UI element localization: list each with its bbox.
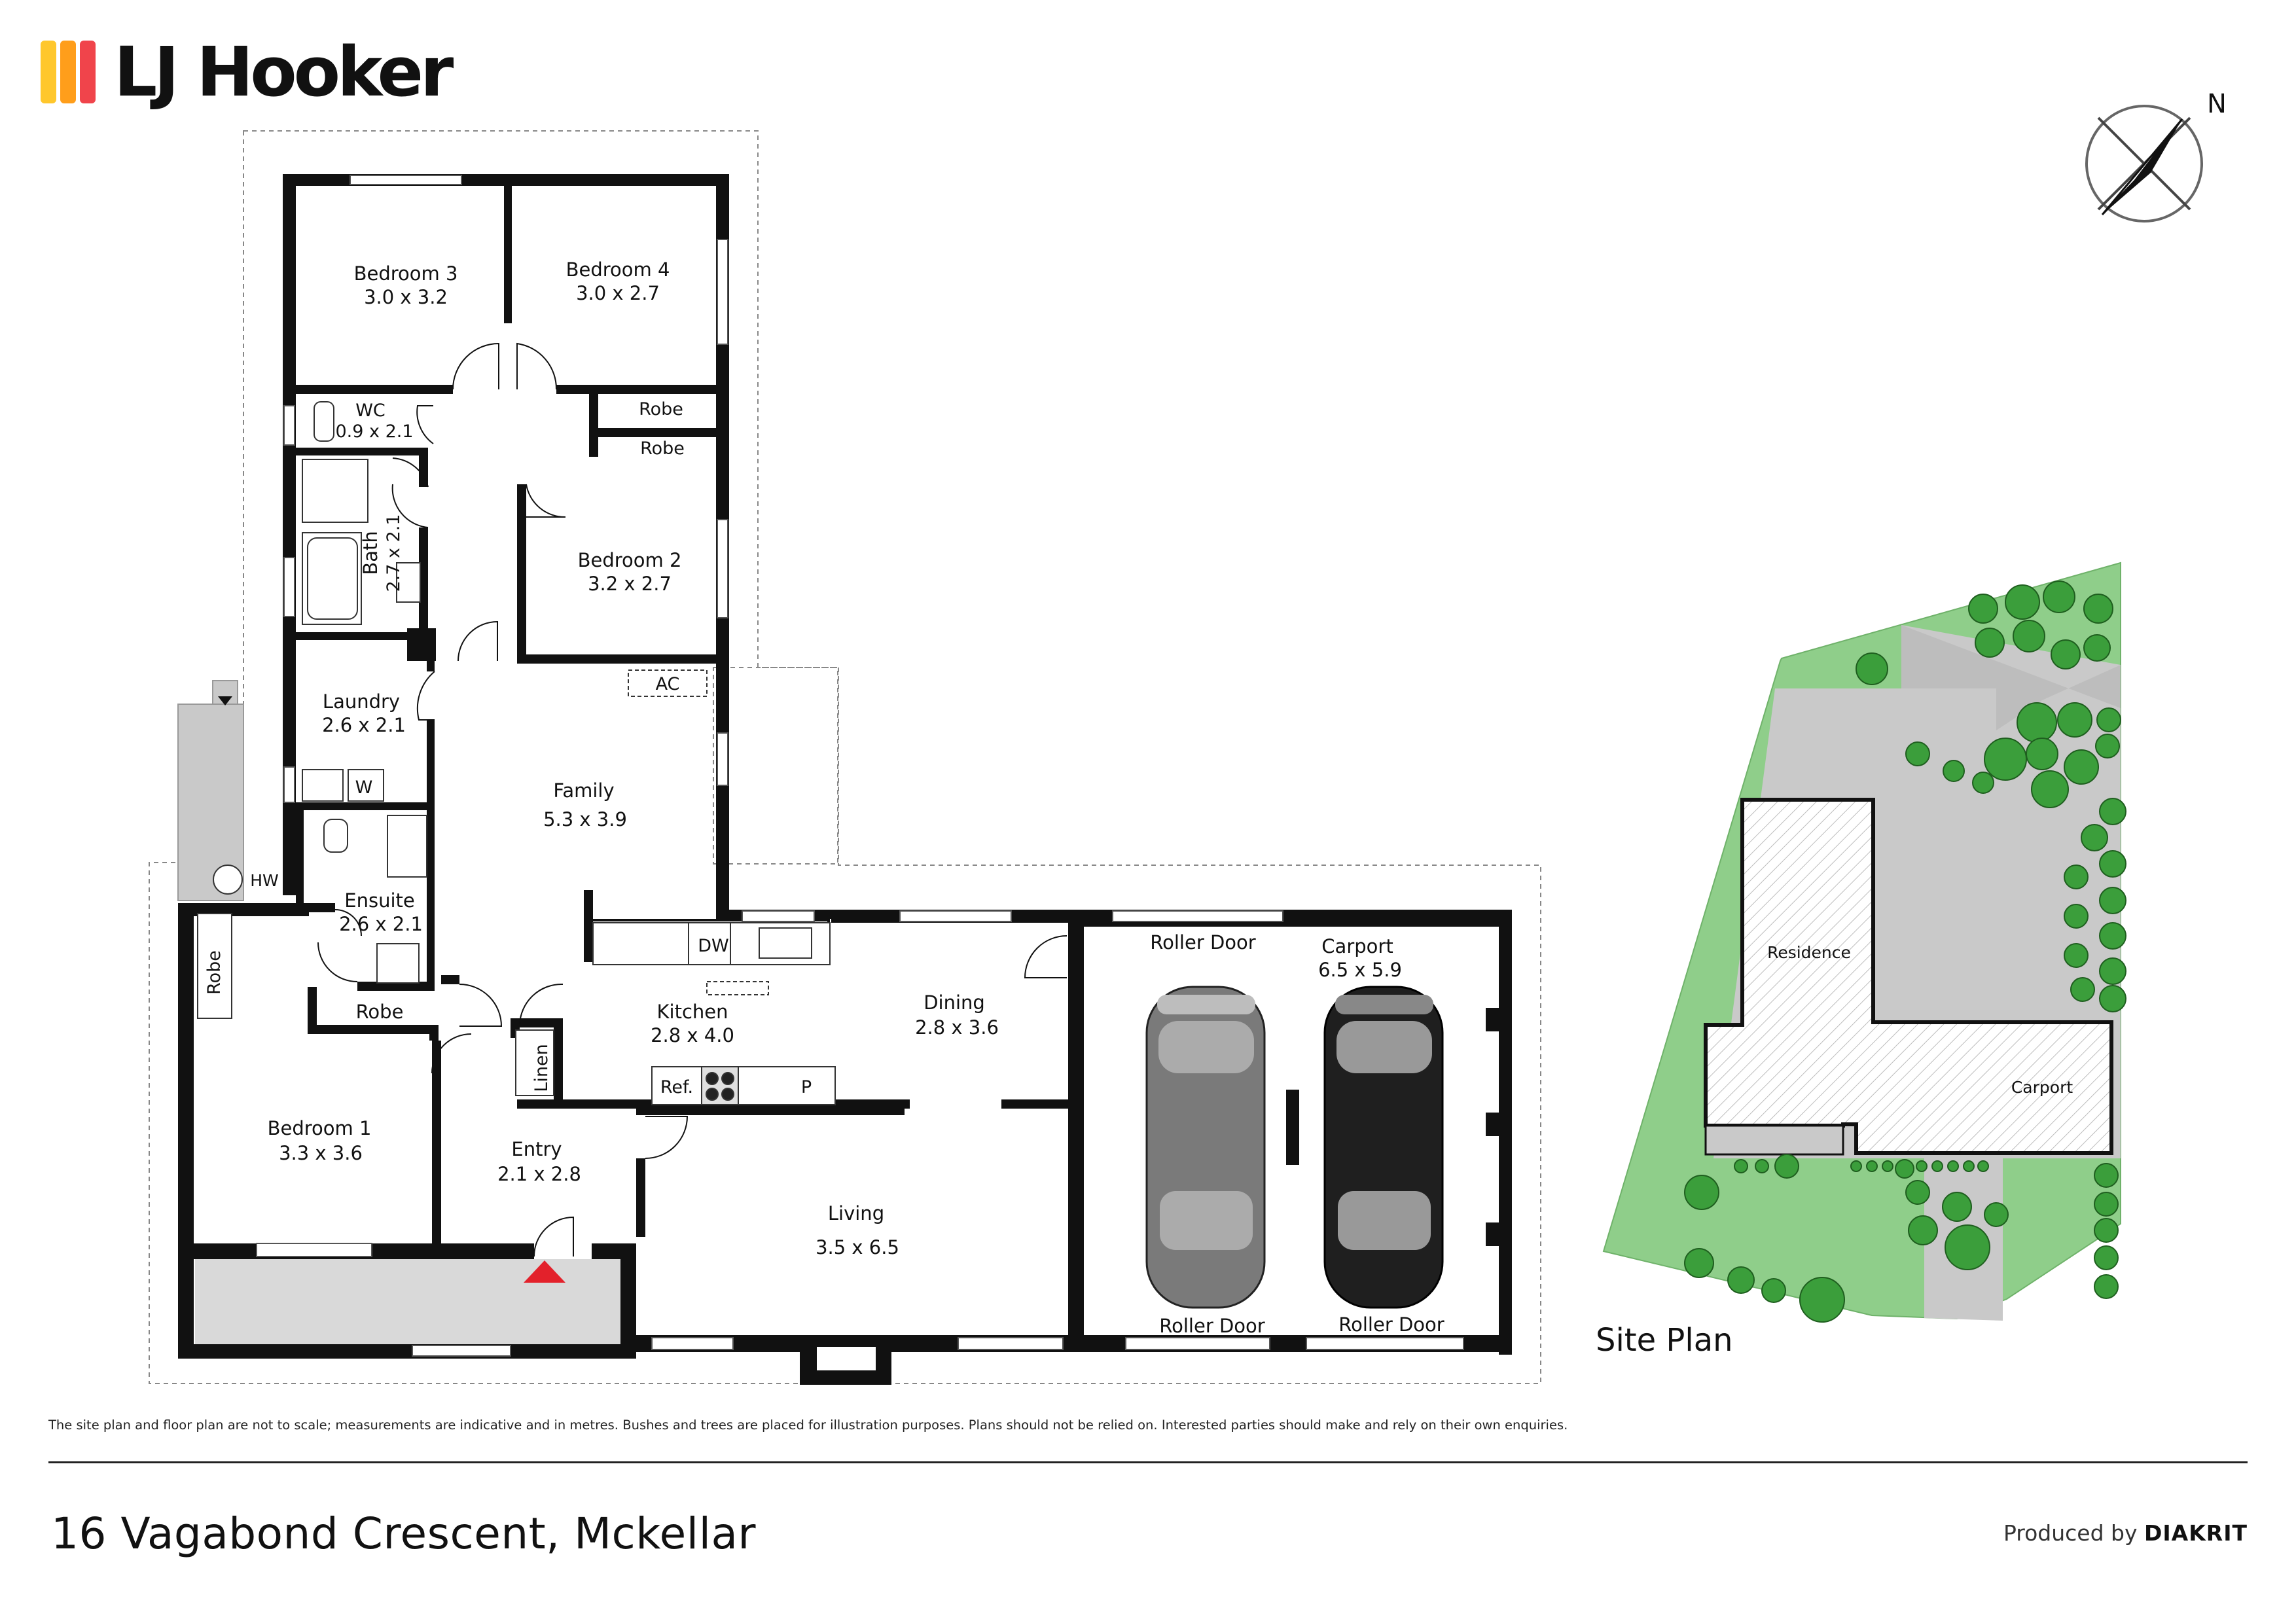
svg-text:2.1 x 2.8: 2.1 x 2.8 <box>497 1163 581 1185</box>
svg-text:Roller Door: Roller Door <box>1150 931 1256 954</box>
compass-icon: N <box>2085 89 2227 223</box>
svg-text:Carport: Carport <box>2011 1078 2073 1097</box>
front-porch <box>195 1259 627 1344</box>
svg-text:W: W <box>355 777 373 798</box>
produced-by-label: Produced by <box>2003 1520 2138 1546</box>
svg-text:Dining: Dining <box>924 991 985 1014</box>
side-step <box>212 680 238 705</box>
property-address: 16 Vagabond Crescent, Mckellar <box>51 1508 757 1559</box>
svg-text:Kitchen: Kitchen <box>657 1001 728 1023</box>
logo-bar-yellow <box>41 41 56 103</box>
svg-text:Family: Family <box>553 779 614 802</box>
svg-text:DW: DW <box>698 936 729 956</box>
svg-text:2.6 x 2.1: 2.6 x 2.1 <box>339 913 423 935</box>
svg-text:Roller Door: Roller Door <box>1159 1315 1265 1337</box>
svg-text:Roller Door: Roller Door <box>1338 1313 1444 1336</box>
room-labels: Bedroom 3 3.0 x 3.2 Bedroom 4 3.0 x 2.7 … <box>204 259 1444 1337</box>
svg-text:3.2 x 2.7: 3.2 x 2.7 <box>588 573 672 595</box>
svg-text:3.0 x 3.2: 3.0 x 3.2 <box>364 286 448 308</box>
site-trees <box>1684 580 2126 1323</box>
svg-text:2.8 x 4.0: 2.8 x 4.0 <box>651 1024 734 1046</box>
svg-text:Bedroom 4: Bedroom 4 <box>566 259 670 281</box>
svg-text:2.8 x 3.6: 2.8 x 3.6 <box>915 1016 999 1039</box>
svg-text:3.3 x 3.6: 3.3 x 3.6 <box>279 1142 363 1164</box>
svg-text:Bedroom 1: Bedroom 1 <box>268 1117 372 1139</box>
car-grey <box>1145 986 1266 1309</box>
car-black <box>1323 986 1444 1309</box>
svg-text:Linen: Linen <box>531 1044 552 1092</box>
producer-name: DIAKRIT <box>2144 1520 2248 1546</box>
svg-text:Carport: Carport <box>1321 935 1393 957</box>
svg-text:AC: AC <box>656 674 680 694</box>
logo-bar-red <box>80 41 96 103</box>
site-plan: Residence Carport <box>1602 562 2126 1323</box>
svg-text:Ensuite: Ensuite <box>344 889 414 912</box>
logo-bars <box>41 41 96 103</box>
svg-text:Living: Living <box>828 1202 884 1224</box>
svg-text:P: P <box>801 1077 812 1097</box>
produced-by: Produced by DIAKRIT <box>2003 1520 2248 1546</box>
svg-text:6.5 x 5.9: 6.5 x 5.9 <box>1318 959 1402 981</box>
svg-text:3.5 x 6.5: 3.5 x 6.5 <box>816 1236 899 1258</box>
windows <box>256 175 1464 1357</box>
logo-wordmark: LJ Hooker <box>114 32 454 112</box>
svg-text:2.6 x 2.1: 2.6 x 2.1 <box>322 714 406 736</box>
svg-text:Entry: Entry <box>511 1138 562 1160</box>
svg-text:3.0 x 2.7: 3.0 x 2.7 <box>576 282 660 304</box>
svg-text:Bedroom 2: Bedroom 2 <box>578 549 682 571</box>
svg-text:Robe: Robe <box>640 438 685 459</box>
lj-hooker-logo: LJ Hooker <box>41 32 454 112</box>
door-swings <box>317 342 1067 1257</box>
svg-text:HW: HW <box>250 871 279 890</box>
fixtures <box>197 401 836 1105</box>
disclaimer-text: The site plan and floor plan are not to … <box>48 1418 1568 1433</box>
svg-text:Robe: Robe <box>204 950 224 995</box>
svg-text:N: N <box>2207 89 2227 119</box>
footer-divider <box>48 1461 2248 1463</box>
site-paving-drive <box>1901 625 2121 730</box>
site-plan-title: Site Plan <box>1596 1322 1733 1359</box>
logo-bar-orange <box>60 41 76 103</box>
svg-text:Bath: Bath <box>359 531 382 575</box>
svg-text:Bedroom 3: Bedroom 3 <box>354 262 458 285</box>
svg-text:2.7 x 2.1: 2.7 x 2.1 <box>384 514 404 592</box>
svg-text:WC: WC <box>355 401 386 421</box>
svg-text:5.3 x 3.9: 5.3 x 3.9 <box>543 808 627 830</box>
svg-text:Robe: Robe <box>356 1001 404 1023</box>
svg-text:Laundry: Laundry <box>323 690 400 713</box>
site-residence <box>1704 798 2113 1155</box>
svg-text:Residence: Residence <box>1767 943 1851 962</box>
svg-text:Robe: Robe <box>639 399 683 419</box>
svg-text:Ref.: Ref. <box>660 1077 693 1097</box>
svg-text:0.9 x 2.1: 0.9 x 2.1 <box>335 421 413 442</box>
entry-arrow <box>524 1260 565 1283</box>
